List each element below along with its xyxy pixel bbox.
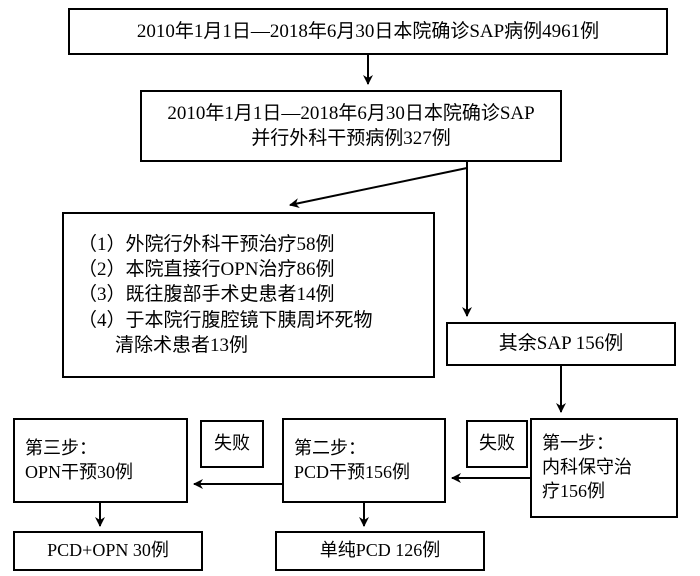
step2-line-2: PCD干预156例 [294,461,411,482]
box-step-3-opn: 第三步： OPN干预30例 [13,418,188,503]
step3-line-1: 第三步： [25,437,97,458]
box-remaining-line-1: 其余SAP 156例 [498,333,624,355]
step1-line-1: 第一步： [542,433,614,454]
box-surgery-line-2: 并行外科干预病例327例 [251,128,451,149]
box-step-1-conservative: 第一步： 内科保守治 疗156例 [530,418,678,518]
failure-label-1-text: 失败 [479,433,515,454]
box-exclusion-list: （1）外院行外科干预治疗58例 （2）本院直接行OPN治疗86例 （3）既往腹部… [62,212,435,378]
step1-line-3: 疗156例 [542,480,605,501]
exclusion-item-4: （4）于本院行腹腔镜下胰周坏死物 [78,309,373,331]
result-pcd-opn-text: PCD+OPN 30例 [47,540,169,561]
box-step-2-pcd: 第二步： PCD干预156例 [282,418,446,503]
step3-line-2: OPN干预30例 [25,461,134,482]
exclusion-item-1: （1）外院行外科干预治疗58例 [78,234,335,256]
box-result-pcd-only: 单纯PCD 126例 [275,531,485,571]
box-remaining-sap: 其余SAP 156例 [446,322,676,366]
box-result-pcd-opn: PCD+OPN 30例 [13,531,203,571]
box-total-sap-cases: 2010年1月1日—2018年6月30日本院确诊SAP病例4961例 [68,8,668,55]
failure-label-2-text: 失败 [214,433,250,454]
step2-line-1: 第二步： [294,437,366,458]
connector-surgery-to-excluded [289,167,468,209]
box-surgical-intervention: 2010年1月1日—2018年6月30日本院确诊SAP 并行外科干预病例327例 [140,90,562,162]
exclusion-item-4-cont: 清除术患者13例 [115,334,249,356]
exclusion-item-2: （2）本院直接行OPN治疗86例 [78,259,335,281]
exclusion-item-3: （3）既往腹部手术史患者14例 [78,284,335,306]
label-failure-step2: 失败 [200,420,264,468]
step1-line-2: 内科保守治 [542,457,632,478]
box-surgery-line-1: 2010年1月1日—2018年6月30日本院确诊SAP [167,102,535,124]
result-pcd-only-text: 单纯PCD 126例 [319,540,441,561]
label-failure-step1: 失败 [466,420,528,468]
box-total-line-1: 2010年1月1日—2018年6月30日本院确诊SAP病例4961例 [136,20,600,42]
